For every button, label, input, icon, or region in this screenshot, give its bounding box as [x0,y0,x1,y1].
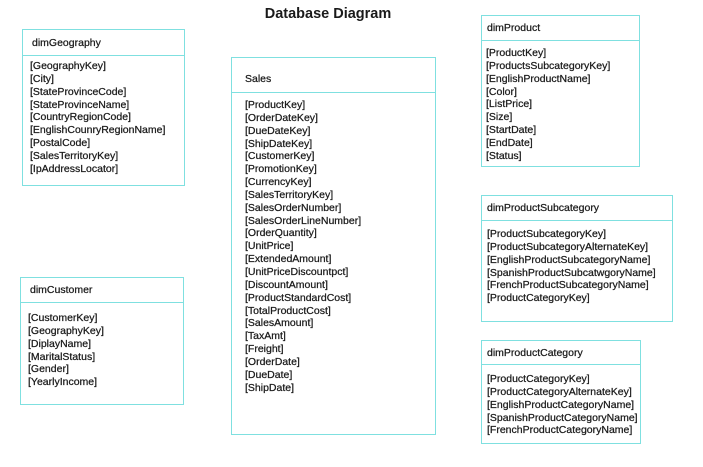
field-item: [GeographyKey] [30,60,106,72]
field-item: [DueDateKey] [245,124,311,137]
field-item: [SpanishProductCategoryName] [487,411,638,424]
table-sales: Sales[ProductKey][OrderDateKey][DueDateK… [231,57,436,435]
field-item: [CustomerKey] [245,150,315,163]
field-item: [OrderDate] [245,355,300,368]
field-item: [CurrencyKey] [245,176,312,189]
field-item: [EnglishCounryRegionName] [30,124,166,137]
field-item: [ProductKey] [245,99,306,111]
field-item: [SalesTerritoryKey] [245,188,334,201]
field-item: [MaritalStatus] [28,350,96,363]
field-list: [ProductKey][ProductsSubcategoryKey][Eng… [482,41,639,163]
field-item: [StartDate] [486,124,537,137]
field-item: [DueDate] [245,368,293,381]
field-list: [ProductKey][OrderDateKey][DueDateKey][S… [232,93,435,394]
field-item: [UnitPrice] [245,240,294,253]
field-list: [GeographyKey][City][StateProvinceCode][… [23,56,184,176]
table-dimgeography: dimGeography[GeographyKey][City][StatePr… [22,29,185,186]
diagram-title: Database Diagram [264,6,392,22]
field-item: [Size] [486,111,513,124]
field-item: [TotalProductCost] [245,304,331,317]
field-item: [ProductSubcategoryAlternateKey] [487,240,649,253]
field-item: [ProductCategoryAlternateKey] [487,385,632,398]
field-item: [ListPrice] [486,98,533,111]
field-item: [PromotionKey] [245,163,317,176]
field-list: [ProductCategoryKey][ProductCategoryAlte… [482,365,640,437]
table-header: dimProduct [482,16,639,41]
field-item: [ProductCategoryKey] [487,373,590,385]
field-item: [ExtendedAmount] [245,253,332,266]
field-item: [ShipDate] [245,381,295,394]
field-item: [CustomerKey] [28,312,98,324]
field-item: [EnglishProductName] [486,72,591,85]
field-item: [StateProvinceName] [30,98,130,111]
field-item: [GeographyKey] [28,324,104,337]
field-item: [StateProvinceCode] [30,85,127,98]
field-item: [ShipDateKey] [245,137,313,150]
field-item: [TaxAmt] [245,330,286,343]
field-item: [City] [30,72,54,85]
field-list: [CustomerKey][GeographyKey][DiplayName][… [21,303,183,389]
table-dimcustomer: dimCustomer[CustomerKey][GeographyKey][D… [20,277,184,405]
field-item: [EnglishProductSubcategoryName] [487,253,651,266]
field-item: [FrenchProductSubcategoryName] [487,279,649,292]
field-item: [YearlyIncome] [28,376,98,389]
field-item: [EndDate] [486,136,533,149]
field-item: [SalesOrderNumber] [245,201,342,214]
table-header: dimGeography [23,30,184,56]
field-item: [Status] [486,149,522,162]
field-item: [SalesOrderLineNumber] [245,214,362,227]
field-item: [SalesAmount] [245,317,314,330]
table-header: dimCustomer [21,278,183,303]
table-header: dimProductSubcategory [482,196,672,221]
table-header: dimProductCategory [482,341,640,365]
field-item: [ProductCategoryKey] [487,292,590,305]
table-dimproductcategory: dimProductCategory[ProductCategoryKey][P… [481,340,641,444]
field-item: [ProductKey] [486,47,547,59]
table-header: Sales [232,58,435,93]
field-item: [SalesTerritoryKey] [30,149,119,162]
field-item: [Color] [486,85,517,98]
field-item: [DiscountAmount] [245,278,328,291]
field-item: [SpanishProductSubcatwgoryName] [487,266,656,279]
field-item: [DiplayName] [28,337,92,350]
field-item: [ProductsSubcategoryKey] [486,59,611,72]
field-item: [UnitPriceDiscountpct] [245,265,349,278]
table-dimproductsubcategory: dimProductSubcategory[ProductSubcategory… [481,195,673,322]
field-item: [EnglishProductCategoryName] [487,398,635,411]
field-item: [ProductStandardCost] [245,291,352,304]
field-item: [FrenchProductCategoryName] [487,424,633,437]
field-item: [ProductSubcategoryKey] [487,228,607,240]
field-item: [IpAddressLocator] [30,162,119,175]
field-list: [ProductSubcategoryKey][ProductSubcatego… [482,221,672,305]
table-dimproduct: dimProduct[ProductKey][ProductsSubcatego… [481,15,640,167]
field-item: [PostalCode] [30,137,91,150]
field-item: [CountryRegionCode] [30,111,131,124]
field-item: [Freight] [245,343,284,356]
field-item: [OrderDateKey] [245,111,318,124]
field-item: [OrderQuantity] [245,227,317,240]
field-item: [Gender] [28,363,69,376]
